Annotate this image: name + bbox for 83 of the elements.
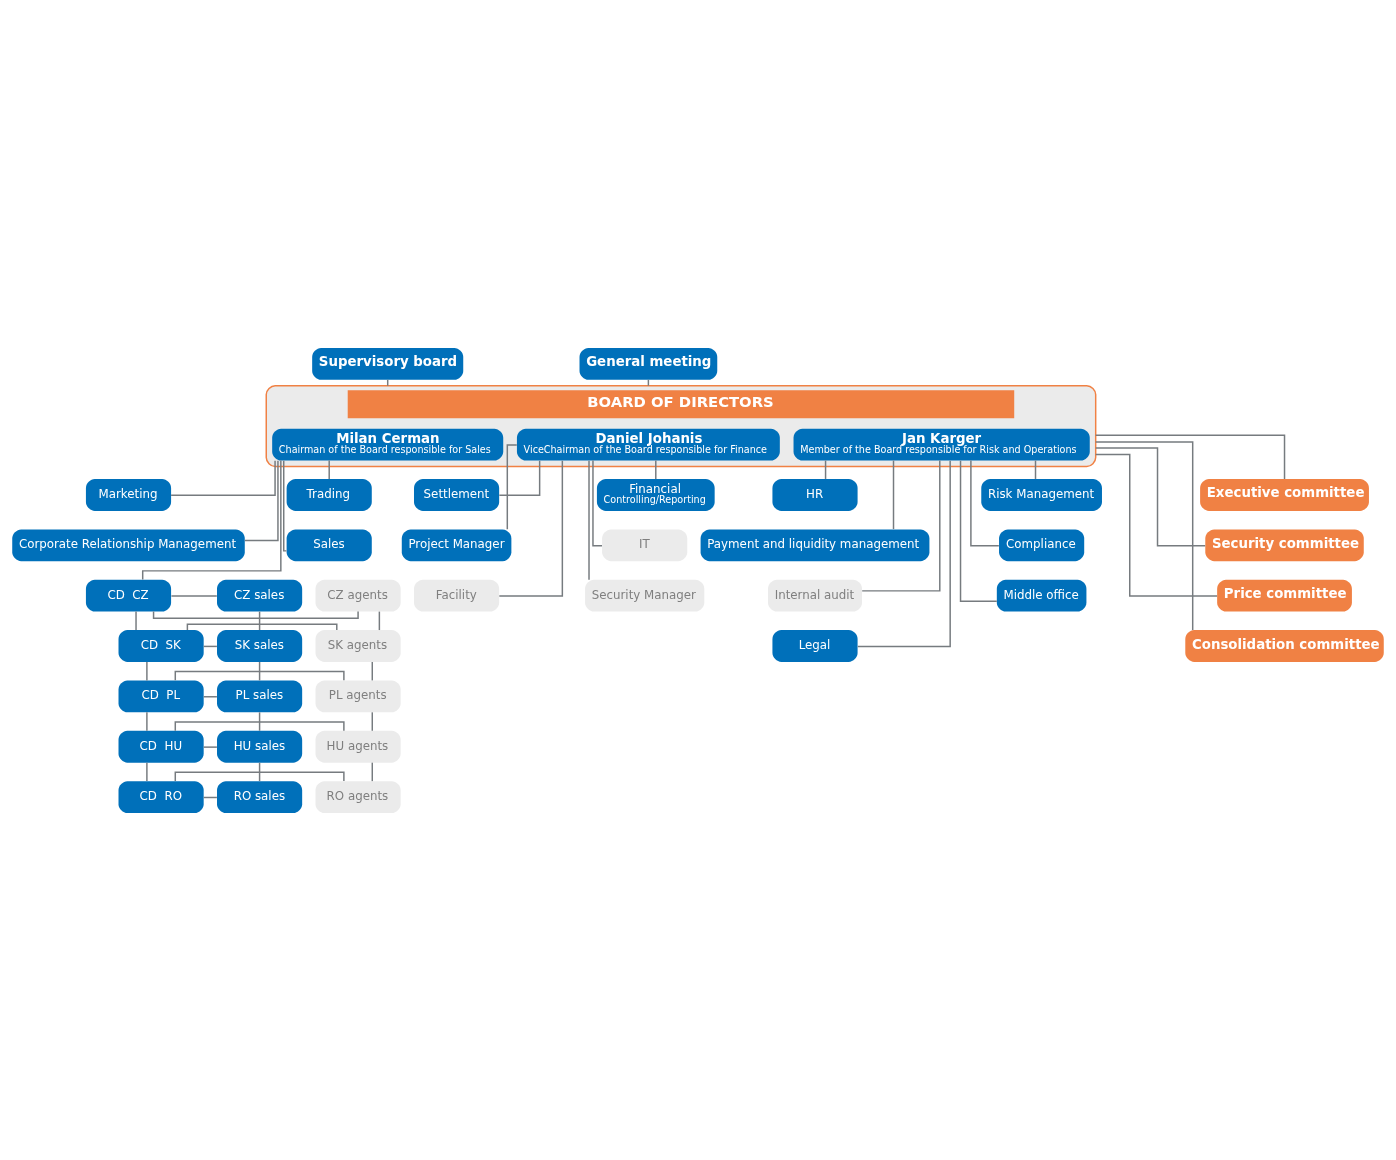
node-box: CD RO: [118, 780, 204, 813]
connector: [857, 459, 951, 647]
connector: [588, 459, 590, 580]
connector: [655, 459, 657, 480]
node-box: Legal: [772, 629, 858, 662]
node-box: RO agents: [315, 780, 401, 813]
node-box: CD HU: [118, 730, 204, 763]
connector: [371, 711, 373, 731]
connector: [1034, 459, 1037, 480]
node-box: Compliance: [999, 528, 1085, 561]
node-box: CZ sales: [217, 579, 303, 612]
node-box: Project Manager: [401, 528, 512, 561]
node-box: Security committee: [1205, 528, 1364, 561]
connector: [498, 459, 541, 496]
connector: [328, 459, 330, 480]
connector: [1094, 453, 1218, 597]
node-box: Risk Management: [981, 478, 1102, 511]
node-box: Settlement: [414, 478, 500, 511]
node-box: CD PL: [118, 680, 204, 712]
node-box: SK agents: [315, 629, 401, 662]
connector: [170, 459, 276, 496]
connector: [824, 459, 827, 480]
node-box: Sales: [286, 528, 372, 561]
connector: [258, 761, 261, 782]
connector: [592, 459, 603, 546]
node-box: Jan Karger Member of the Board responsible for Risk and Operations: [793, 428, 1090, 461]
node-box: HR: [772, 478, 858, 511]
node-box: Milan Cerman Chairman of the Board responsible for Sales: [272, 428, 504, 461]
node-box: HU sales: [217, 730, 303, 763]
connector: [170, 594, 218, 597]
node-box: Corporate Relationship Management: [12, 528, 245, 561]
node-box: Daniel Johanis ViceChairman of the Board responsible for Finance: [516, 428, 780, 461]
node-box: SK sales: [217, 629, 303, 662]
connector: [258, 660, 261, 681]
connector: [146, 761, 148, 782]
connector: [152, 610, 359, 619]
node-box: PL agents: [315, 680, 401, 712]
connector: [174, 771, 345, 782]
node-box: CZ agents: [315, 579, 401, 612]
connector: [959, 459, 998, 602]
connector: [1094, 446, 1206, 546]
connector: [970, 459, 1000, 546]
node-box: RO sales: [217, 780, 303, 813]
connector: [861, 459, 941, 592]
node-box: IT: [602, 528, 688, 561]
node-box: Executive committee: [1200, 478, 1369, 511]
connector: [258, 711, 261, 731]
connector: [244, 459, 279, 541]
connector: [174, 670, 345, 681]
connector: [174, 720, 345, 731]
node-box: Internal audit: [768, 579, 863, 612]
node-box: Consolidation committee: [1185, 629, 1384, 662]
connector: [506, 443, 518, 530]
connector: [141, 459, 282, 580]
node-box: Payment and liquidity management: [700, 528, 930, 561]
connector: [135, 610, 137, 631]
connector: [1094, 434, 1286, 480]
connector: [283, 459, 288, 552]
node-box: Financial Controlling/Reporting: [596, 478, 715, 511]
connector: [371, 761, 373, 782]
node-box: CD SK: [118, 629, 204, 662]
connector: [1094, 440, 1194, 631]
connector: [258, 610, 261, 631]
node-box: Trading: [286, 478, 372, 511]
node-box: Facility: [414, 579, 500, 612]
node-box: Supervisory board: [312, 347, 464, 380]
connector: [378, 610, 381, 631]
connector: [371, 660, 373, 681]
node-box: Middle office: [996, 579, 1087, 612]
connector: [146, 711, 148, 731]
node-box: CD CZ: [85, 579, 172, 612]
node-box: Security Manager: [585, 579, 705, 612]
node-box: Price committee: [1217, 579, 1352, 612]
node-box: PL sales: [217, 680, 303, 712]
connector: [892, 459, 895, 530]
connector: [498, 459, 564, 597]
connector: [203, 745, 218, 748]
node-box: Marketing: [85, 478, 172, 511]
connector: [146, 660, 148, 681]
node-box: General meeting: [579, 347, 718, 380]
connector: [186, 622, 338, 631]
connector: [203, 695, 218, 697]
node-box: HU agents: [315, 730, 401, 763]
